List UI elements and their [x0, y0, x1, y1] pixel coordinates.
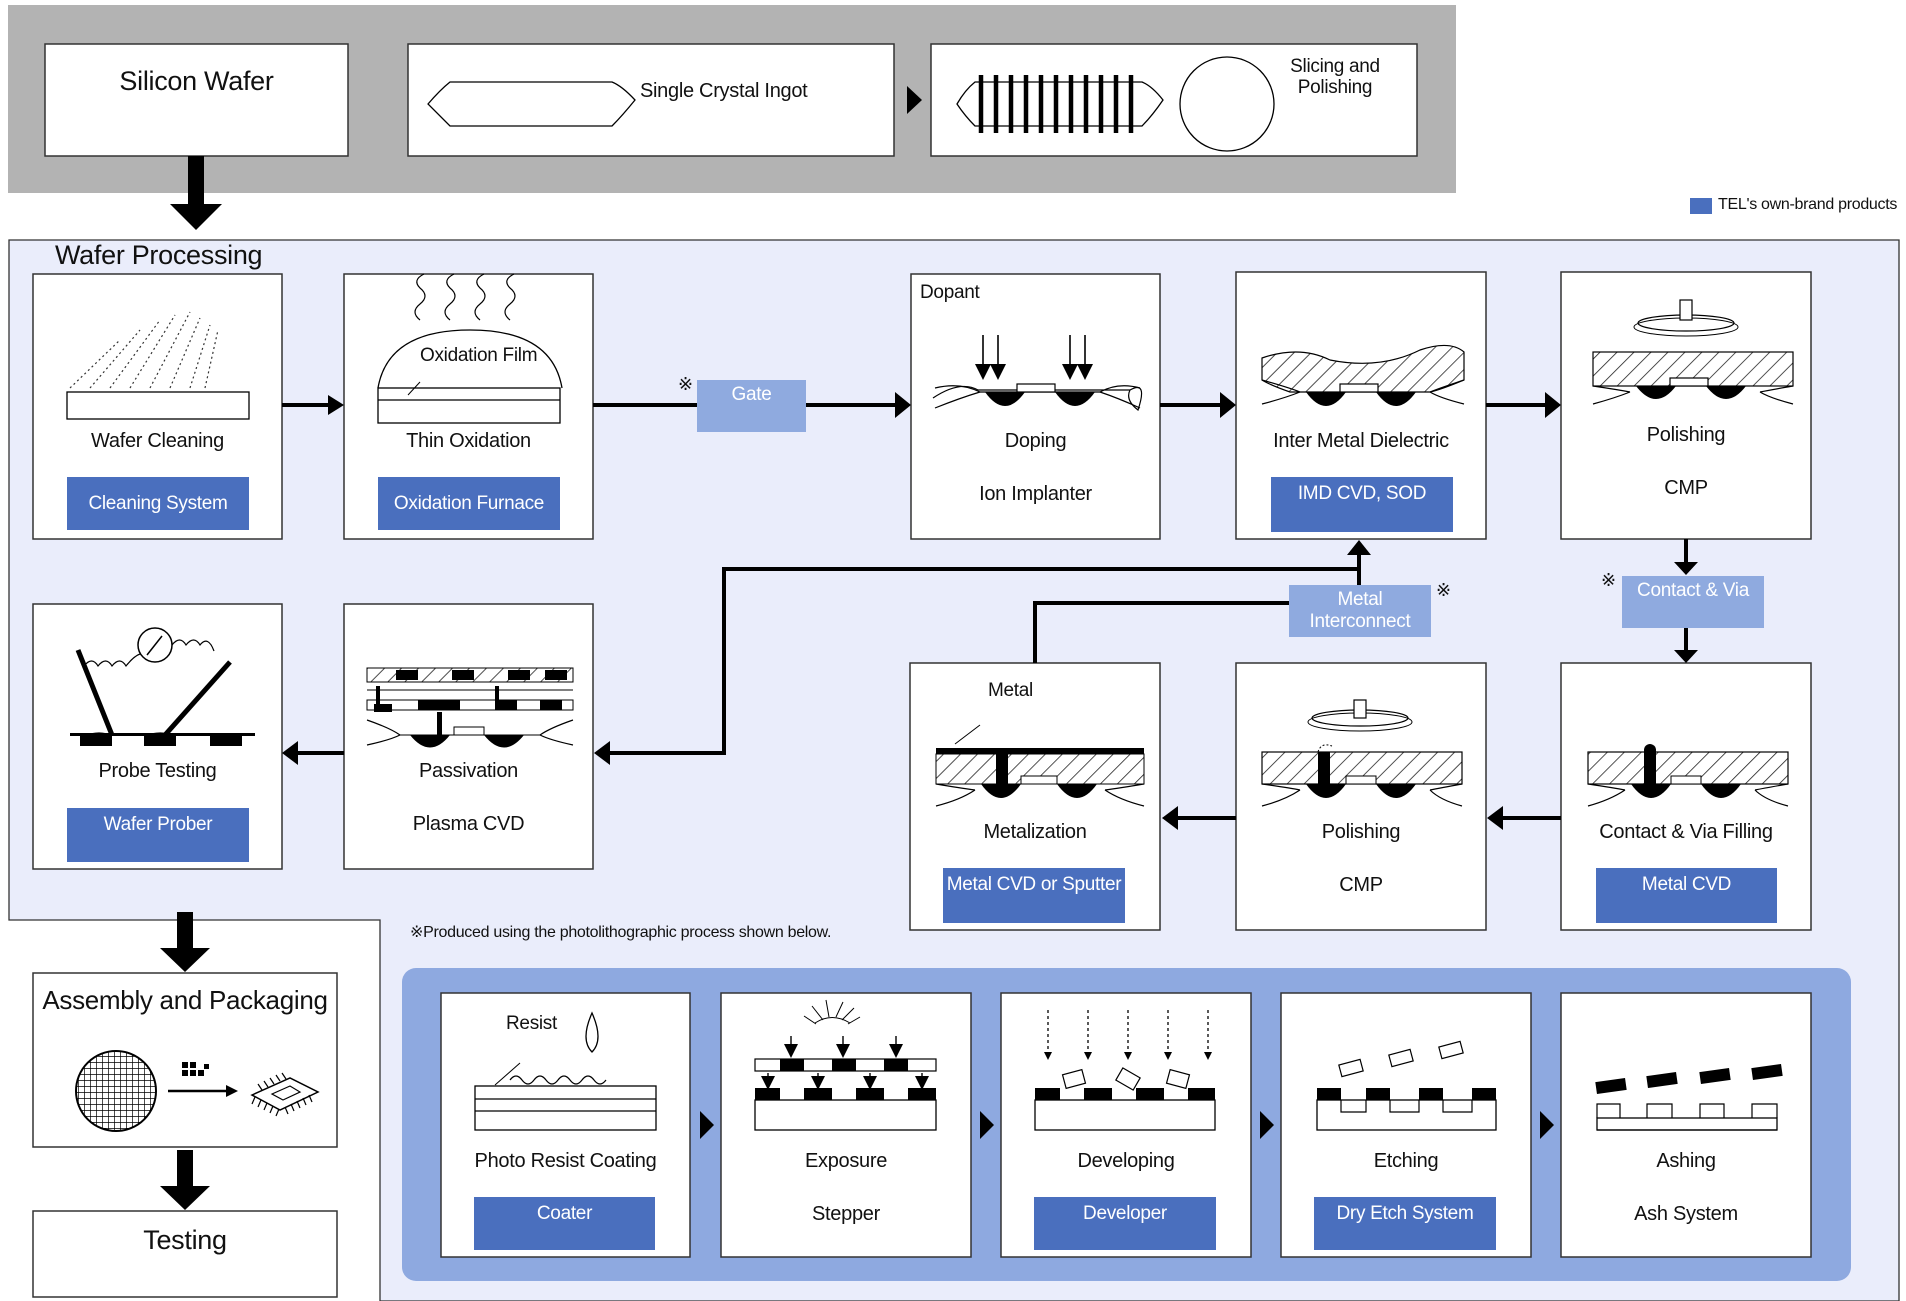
- silicon-wafer-label: Silicon Wafer: [119, 66, 274, 96]
- imd-name: Inter Metal Dielectric: [1273, 430, 1449, 452]
- oxidation-name: Thin Oxidation: [406, 430, 531, 452]
- metalization-name: Metalization: [983, 821, 1087, 843]
- coating-annotation: Resist: [506, 1013, 557, 1034]
- gate-mark: ※: [678, 374, 694, 394]
- passivation-name: Passivation: [419, 760, 518, 782]
- polishing2-name: Polishing: [1321, 821, 1401, 843]
- slicing-label: Slicing and Polishing: [1290, 56, 1380, 98]
- gate-label: Gate: [697, 380, 806, 432]
- developing-equipment: Developer: [1034, 1197, 1216, 1250]
- top-arrow-head: [907, 86, 922, 114]
- ashing-equipment: Ash System: [1634, 1203, 1738, 1225]
- exposure-name: Exposure: [804, 1150, 888, 1172]
- contact-via-mark: ※: [1601, 570, 1617, 590]
- wafer-processing-title: Wafer Processing: [55, 240, 263, 270]
- cleaning-equipment: Cleaning System: [67, 477, 249, 530]
- doping-name: Doping: [1004, 430, 1067, 452]
- metalization-annotation: Metal: [988, 680, 1033, 701]
- cvf-equipment: Metal CVD: [1596, 868, 1777, 923]
- polishing1-equipment: CMP: [1664, 477, 1708, 499]
- silicon-wafer-box: [44, 43, 349, 157]
- coating-name: Photo Resist Coating: [474, 1150, 657, 1172]
- cleaning-spray: [69, 311, 219, 389]
- polishing2-equipment: CMP: [1339, 874, 1383, 896]
- contact-via-label: Contact & Via: [1622, 576, 1764, 628]
- metalization-equipment: Metal CVD or Sputter: [943, 868, 1125, 923]
- doping-well-right: [1055, 392, 1095, 406]
- doping-annotation: Dopant: [920, 282, 980, 303]
- exposure-equipment: Stepper: [812, 1203, 880, 1225]
- legend-label: TEL's own-brand products: [1718, 196, 1898, 213]
- passivation-equipment: Plasma CVD: [412, 813, 525, 835]
- cleaning-wafer: [66, 391, 250, 420]
- sliced-ingot-shape: [956, 81, 1164, 127]
- probe-equipment: Wafer Prober: [67, 808, 249, 862]
- oxidation-equipment: Oxidation Furnace: [378, 477, 560, 530]
- wafer-disc: [1179, 56, 1275, 152]
- legend-swatch: [1690, 198, 1712, 214]
- doping-equipment: Ion Implanter: [979, 483, 1092, 505]
- oxidation-annotation: Oxidation Film: [420, 345, 538, 366]
- assembly-title: Assembly and Packaging: [42, 985, 328, 1015]
- testing-title: Testing: [143, 1225, 227, 1255]
- ingot-label: Single Crystal Ingot: [640, 80, 808, 102]
- cleaning-name: Wafer Cleaning: [91, 430, 224, 452]
- developing-name: Developing: [1077, 1150, 1175, 1172]
- slice-lines: [978, 75, 1134, 133]
- ashing-name: Ashing: [1656, 1150, 1716, 1172]
- metal-interconnect-mark: ※: [1436, 580, 1452, 600]
- ingot-box: [407, 43, 895, 157]
- coating-equipment: Coater: [474, 1197, 655, 1250]
- probe-name: Probe Testing: [98, 760, 217, 782]
- etching-equipment: Dry Etch System: [1314, 1197, 1496, 1250]
- oxidation-dome: [377, 329, 563, 389]
- polishing1-name: Polishing: [1646, 424, 1726, 446]
- chip-package: [250, 1077, 320, 1111]
- ingot-shape: [427, 81, 636, 127]
- imd-equipment: IMD CVD, SOD: [1271, 477, 1453, 532]
- imd-layer: [1261, 344, 1465, 393]
- photolitho-note: ※Produced using the photolithographic pr…: [410, 924, 832, 941]
- cvf-name: Contact & Via Filling: [1599, 821, 1773, 843]
- metal-interconnect-label: Metal Interconnect: [1289, 585, 1431, 637]
- etching-name: Etching: [1373, 1150, 1439, 1172]
- doping-well-left: [985, 392, 1025, 406]
